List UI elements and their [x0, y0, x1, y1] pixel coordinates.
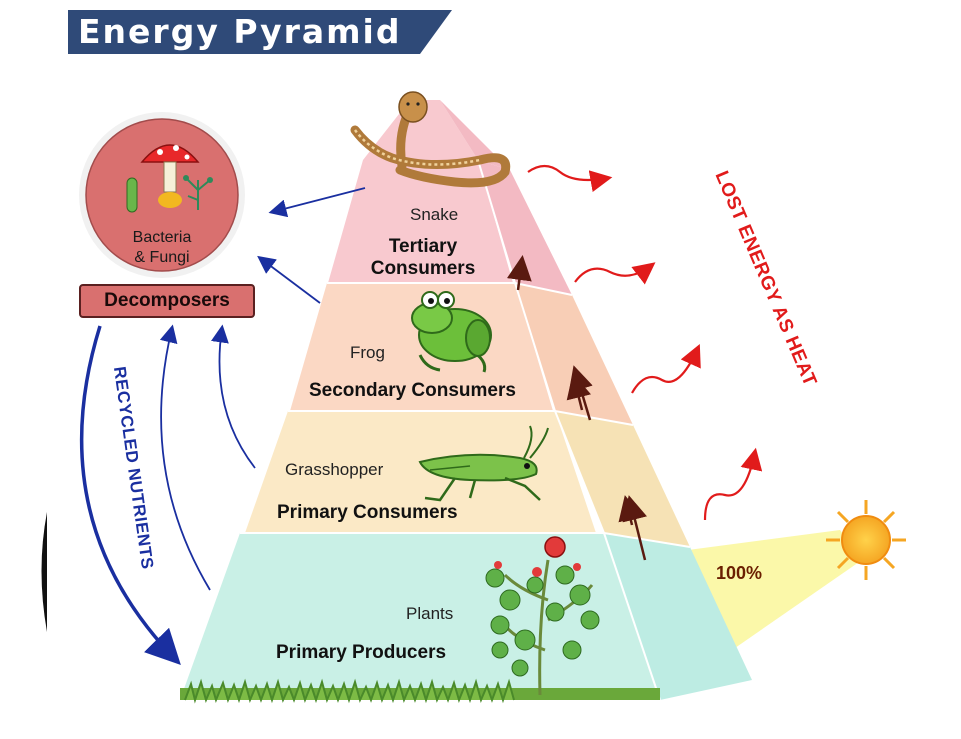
edge-shadow	[41, 512, 47, 632]
sun-percent-label: 100%	[716, 563, 763, 583]
snake-icon	[350, 91, 511, 188]
organism-label-snake: Snake	[410, 205, 459, 224]
level-label-tertiary: Tertiary Consumers	[370, 236, 476, 279]
energy-arrow-to-primary	[618, 495, 643, 526]
level-label-secondary: Secondary Consumers	[309, 380, 516, 401]
level-apex-side	[440, 100, 510, 170]
level-secondary-side	[515, 283, 633, 425]
organism-label-plants: Plants	[406, 604, 454, 623]
grasshopper-icon	[418, 425, 549, 502]
frog-icon	[411, 291, 492, 373]
title-banner	[68, 10, 452, 54]
heat-arrows	[527, 164, 763, 521]
decomposition-arrows	[159, 187, 366, 591]
decomposers-text-bacteria: Bacteria	[132, 229, 192, 246]
level-label-producers: Primary Producers	[276, 642, 447, 663]
level-tertiary-front	[328, 160, 513, 283]
decomposers-circle	[79, 112, 245, 278]
level-tertiary-side	[478, 160, 572, 295]
level-primary-side	[555, 411, 690, 547]
level-label-primary-consumers: Primary Consumers	[277, 502, 458, 523]
organism-label-frog: Frog	[350, 343, 385, 362]
page-title: Energy Pyramid	[78, 12, 402, 51]
level-apex	[363, 100, 478, 160]
level-primary-front	[245, 411, 596, 533]
level-secondary-front	[290, 283, 553, 411]
energy-arrow-to-secondary	[566, 373, 591, 411]
sun-icon	[826, 500, 906, 580]
decomposers-label: Decomposers	[79, 284, 255, 318]
decomposers-text-fungi: & Fungi	[134, 249, 190, 266]
level-producers-side	[604, 533, 752, 700]
plant-icon	[485, 536, 600, 696]
recycled-nutrients-arrow	[79, 325, 181, 666]
organism-label-grasshopper: Grasshopper	[285, 460, 384, 479]
